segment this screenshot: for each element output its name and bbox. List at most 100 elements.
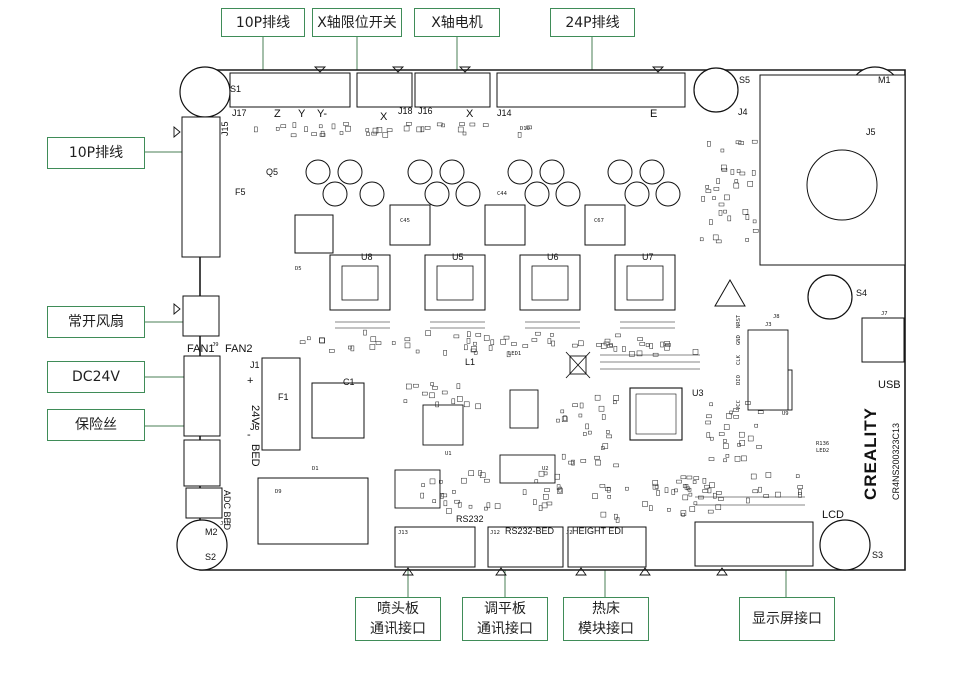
smd-footprint [403, 125, 410, 132]
connector-j12 [487, 526, 564, 568]
smd-footprint [664, 487, 669, 493]
smd-footprint [350, 345, 355, 352]
smd-footprint [649, 343, 653, 349]
label-z: Z [274, 108, 281, 120]
smd-footprint [254, 126, 258, 133]
sd-card-slot [759, 74, 906, 266]
smd-footprint [592, 493, 598, 499]
smd-footprint [707, 141, 711, 147]
smd-footprint [441, 123, 445, 128]
smd-footprint [688, 492, 693, 497]
label-u7: U7 [642, 252, 654, 262]
smd-footprint [382, 132, 389, 138]
smd-footprint [425, 330, 431, 336]
smd-footprint [739, 431, 745, 438]
smd-footprint [600, 343, 607, 349]
smd-footprint [710, 436, 714, 441]
callout-left-10p-cable: 10P排线 [47, 137, 145, 169]
smd-footprint [371, 131, 377, 136]
callout-dc24v: DC24V [47, 361, 145, 393]
smd-footprint [466, 338, 471, 344]
label-height-edi: HEIGHT EDI [572, 526, 623, 536]
smd-footprint [572, 403, 578, 407]
smd-footprint [745, 214, 750, 220]
smd-footprint [456, 383, 461, 389]
callout-leveling-line2: 通讯接口 [477, 621, 533, 637]
smd-footprint [494, 503, 501, 509]
smd-footprint [531, 338, 538, 342]
smd-footprint [429, 478, 436, 485]
stepper-driver-u7 [614, 254, 676, 311]
smd-footprint [725, 454, 730, 458]
smd-footprint [331, 123, 336, 130]
smd-footprint [348, 345, 352, 350]
smd-footprint [693, 501, 698, 506]
label-j4: J4 [738, 107, 748, 117]
smd-footprint [741, 455, 747, 462]
smd-footprint [758, 486, 762, 493]
smd-footprint [386, 128, 393, 132]
smd-footprint [738, 141, 744, 145]
smd-footprint [451, 398, 456, 405]
label-rs232: RS232 [456, 514, 484, 524]
smd-footprint [376, 127, 383, 133]
smd-footprint [486, 502, 491, 509]
label-d5: D5 [295, 266, 302, 272]
callout-nozzle-line2: 通讯接口 [370, 621, 426, 637]
label-usb: USB [878, 379, 901, 391]
smd-footprint [561, 416, 568, 422]
smd-footprint [435, 401, 439, 408]
smd-footprint [538, 505, 543, 511]
smd-footprint [299, 340, 306, 344]
connector-bed-power [183, 439, 221, 487]
smd-footprint [488, 345, 493, 351]
smd-footprint [665, 343, 671, 347]
callout-x-limit-switch: X轴限位开关 [312, 8, 402, 37]
smd-footprint [441, 493, 448, 498]
smd-footprint [473, 341, 477, 346]
smd-footprint [798, 489, 802, 495]
label-j3: J3 [765, 322, 772, 328]
smd-footprint [639, 342, 646, 346]
smd-footprint [403, 399, 408, 403]
smd-footprint [533, 499, 537, 505]
smd-footprint [625, 486, 629, 491]
smd-footprint [716, 491, 722, 495]
smd-footprint [319, 133, 326, 137]
smd-footprint [307, 336, 311, 341]
label-l1: L1 [465, 357, 475, 367]
connector-j14 [496, 72, 686, 108]
label-u8: U8 [361, 252, 373, 262]
label-gnd: GND [736, 335, 742, 345]
label-u5: U5 [452, 252, 464, 262]
label-f5: F5 [235, 187, 246, 197]
smd-footprint [421, 483, 425, 487]
smd-footprint [606, 486, 611, 493]
smd-footprint [345, 125, 351, 132]
smd-footprint [642, 501, 648, 507]
smd-footprint [730, 169, 735, 175]
smd-footprint [652, 483, 659, 490]
smd-footprint [404, 342, 411, 349]
callout-always-on-fan: 常开风扇 [47, 306, 145, 338]
smd-footprint [484, 478, 490, 483]
smd-footprint [391, 341, 396, 345]
smd-footprint [599, 484, 606, 488]
smd-footprint [563, 415, 567, 422]
smd-footprint [718, 497, 724, 501]
label-x-motor: X [466, 108, 474, 120]
stepper-driver-u5 [424, 254, 486, 311]
smd-footprint [365, 128, 370, 132]
smd-footprint [490, 339, 495, 346]
smd-footprint [734, 179, 739, 183]
callout-leveling-line1: 调平板 [484, 601, 526, 617]
creality-logo: CREALITY [861, 407, 880, 500]
label-m2: M2 [205, 527, 218, 537]
smd-footprint [544, 488, 550, 492]
smd-footprint [343, 122, 349, 126]
inductor-c67 [584, 204, 626, 246]
smd-footprint [596, 343, 602, 347]
smd-footprint [652, 480, 658, 486]
smd-footprint [692, 349, 699, 355]
smd-footprint [752, 229, 759, 233]
